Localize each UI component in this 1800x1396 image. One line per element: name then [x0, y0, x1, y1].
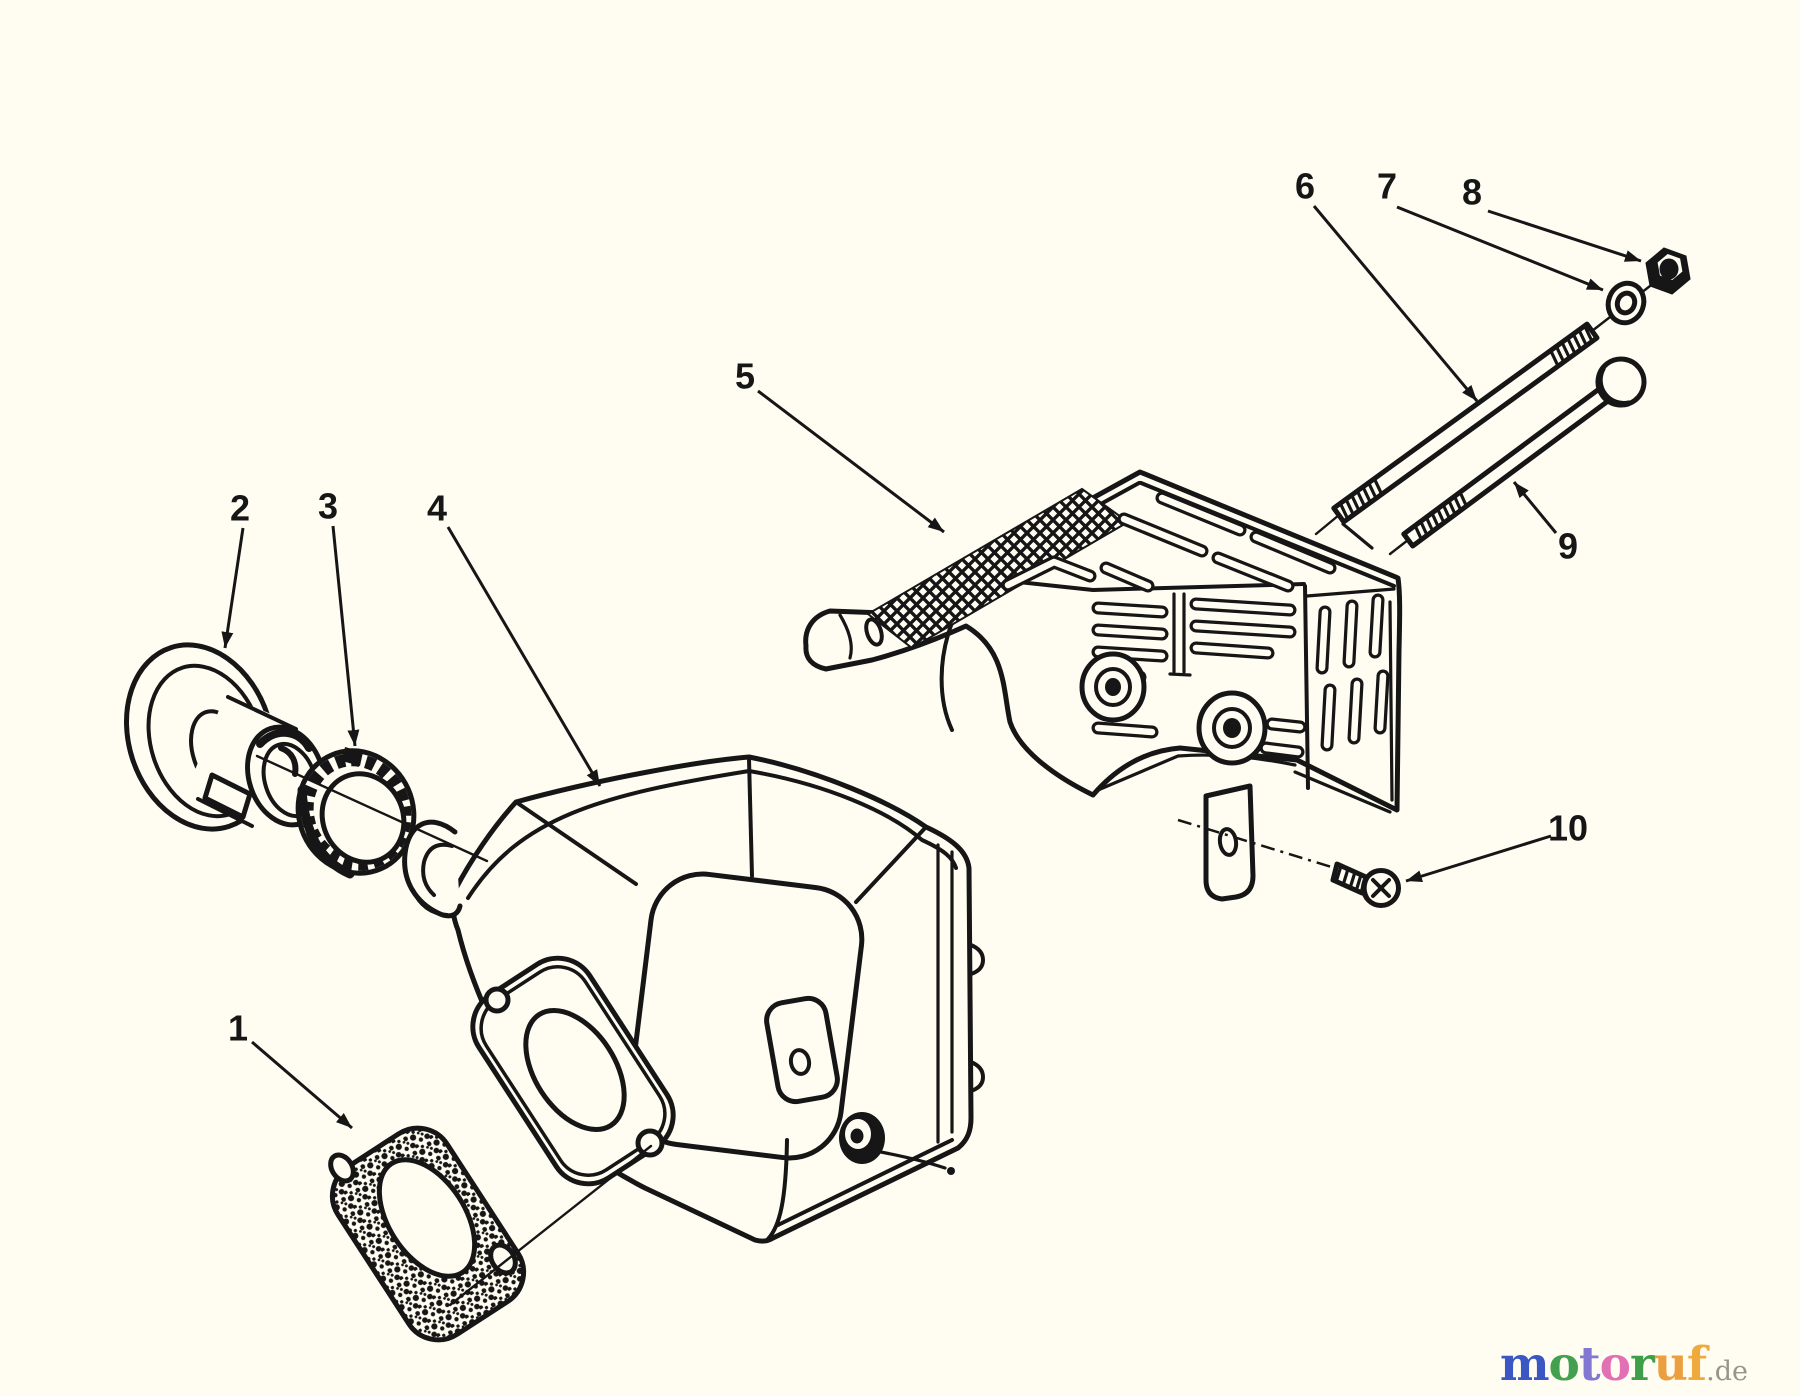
watermark-logo: motoruf.de — [1500, 1341, 1748, 1388]
part-7-washer — [1605, 280, 1647, 326]
alignment-line-inlet — [255, 754, 489, 863]
callout-label-3: 3 — [318, 486, 338, 527]
watermark-word: motoruf — [1499, 1337, 1707, 1392]
watermark-suffix: .de — [1706, 1356, 1748, 1387]
part-3-pipe-clamp — [295, 747, 417, 879]
part-2-exhaust-deflector — [123, 642, 327, 835]
part-1-exhaust-gasket — [328, 1125, 527, 1343]
callout-label-9: 9 — [1558, 526, 1578, 567]
watermark-letter: r — [1629, 1337, 1655, 1392]
callout-label-1: 1 — [228, 1008, 248, 1049]
callout-leader-4 — [446, 526, 602, 787]
callout-leader-9 — [1512, 481, 1558, 534]
watermark-letter: t — [1578, 1337, 1601, 1392]
watermark-letter: o — [1548, 1337, 1580, 1392]
callout-label-4: 4 — [427, 488, 447, 529]
alignment-line-screw — [1177, 818, 1349, 874]
callout-leader-10 — [1405, 834, 1552, 883]
watermark-letter: m — [1499, 1337, 1550, 1392]
alignment-line-gasket — [448, 1144, 653, 1307]
callout-label-8: 8 — [1462, 172, 1482, 213]
part-6-bolt — [1331, 321, 1600, 525]
part-5-muffler-cover — [803, 469, 1403, 902]
watermark-letter: o — [1599, 1337, 1631, 1392]
alignment-line-bolts — [1314, 513, 1410, 556]
callout-leader-6 — [1312, 205, 1479, 402]
callout-label-5: 5 — [735, 356, 755, 397]
part-4-muffler-body — [402, 719, 1100, 1244]
callout-label-6: 6 — [1295, 166, 1315, 207]
part-10-cover-screw — [1330, 861, 1401, 908]
callout-label-7: 7 — [1377, 166, 1397, 207]
callout-label-10: 10 — [1548, 808, 1588, 849]
callout-leader-8 — [1487, 209, 1642, 263]
callout-leader-2 — [221, 527, 245, 649]
callout-leader-7 — [1396, 205, 1604, 292]
callout-label-2: 2 — [230, 488, 250, 529]
part-8-hex-nut — [1645, 247, 1691, 295]
watermark-letter: f — [1686, 1337, 1707, 1392]
callout-layer: 1 2 3 4 5 6 7 8 9 10 — [221, 166, 1642, 1130]
callout-leader-1 — [251, 1040, 353, 1130]
part-9-bolt — [1401, 356, 1647, 549]
callout-leader-3 — [331, 525, 360, 747]
watermark-letter: u — [1653, 1337, 1688, 1392]
callout-leader-5 — [757, 389, 945, 534]
